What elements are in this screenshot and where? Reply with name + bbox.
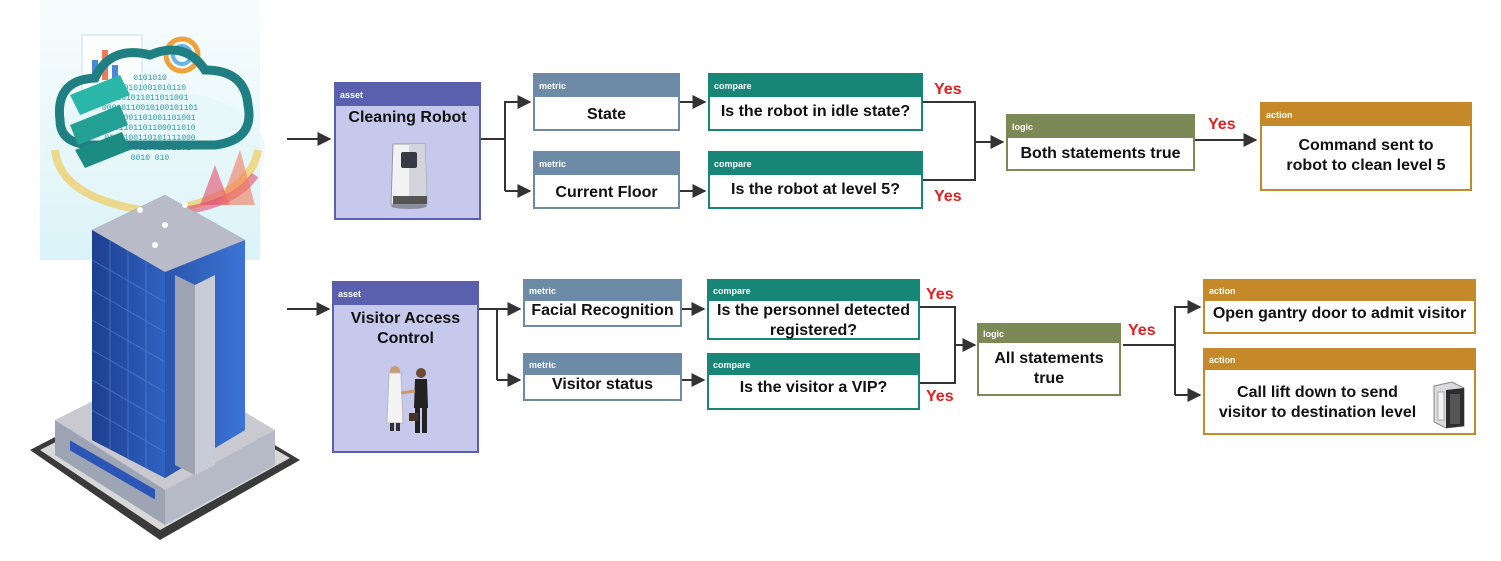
logic-tag: logic — [979, 325, 1119, 343]
svg-text:0101101101100011010: 0101101101100011010 — [104, 124, 195, 133]
svg-text:1101001101001101001: 1101001101001101001 — [104, 114, 195, 123]
metric-label: State — [586, 106, 627, 123]
action-label: Call lift down to send visitor to destin… — [1218, 384, 1417, 421]
metric-tag: metric — [535, 75, 678, 97]
action-clean-level-5: action Command sent to robot to clean le… — [1260, 102, 1472, 191]
handshake-icon — [386, 366, 428, 433]
compare-idle-state: compare Is the robot in idle state? — [708, 73, 923, 131]
compare-label: Is the visitor a VIP? — [739, 379, 888, 396]
logic-label: Both statements true — [1020, 145, 1181, 162]
compare-tag: compare — [709, 281, 918, 301]
asset-label: Visitor Access Control — [350, 310, 461, 347]
action-tag: action — [1262, 104, 1470, 126]
yes-label: Yes — [934, 81, 962, 98]
metric-tag: metric — [535, 153, 678, 175]
metric-visitor-status: metric Visitor status — [523, 353, 682, 401]
asset-visitor-access-control: asset Visitor Access Control — [332, 281, 479, 453]
logic-label: All statements true — [994, 350, 1104, 387]
smart-building-illustration: 0101010 100101001010110 0101011011011001… — [30, 0, 300, 540]
metric-tag: metric — [525, 355, 680, 375]
svg-text:0010 010: 0010 010 — [131, 154, 170, 163]
cleaning-robot-icon — [390, 143, 428, 209]
asset-cleaning-robot: asset Cleaning Robot — [334, 82, 481, 220]
action-tag: action — [1205, 350, 1474, 370]
compare-personnel-registered: compare Is the personnel detected regist… — [707, 279, 920, 340]
svg-text:0101100110101111000: 0101100110101111000 — [104, 134, 195, 143]
compare-visitor-vip: compare Is the visitor a VIP? — [707, 353, 920, 410]
action-call-lift: action Call lift down to send visitor to… — [1203, 348, 1476, 435]
compare-label: Is the personnel detected registered? — [717, 302, 910, 339]
action-tag: action — [1205, 281, 1474, 301]
metric-label: Facial Recognition — [531, 302, 674, 319]
action-label: Open gantry door to admit visitor — [1212, 305, 1467, 322]
compare-tag: compare — [710, 75, 921, 97]
logic-all-true: logic All statements true — [977, 323, 1121, 396]
action-open-gantry: action Open gantry door to admit visitor — [1203, 279, 1476, 334]
yes-label: Yes — [1208, 116, 1236, 133]
metric-state: metric State — [533, 73, 680, 131]
yes-label: Yes — [926, 286, 954, 303]
svg-text:0101011011011001: 0101011011011001 — [112, 94, 189, 103]
svg-text:0101010: 0101010 — [133, 74, 167, 83]
lift-icon — [1433, 381, 1465, 429]
compare-tag: compare — [709, 355, 918, 375]
svg-text:00010110010100101101: 00010110010100101101 — [102, 104, 198, 113]
action-label: Command sent to robot to clean level 5 — [1286, 137, 1446, 174]
asset-tag: asset — [336, 84, 479, 106]
compare-label: Is the robot in idle state? — [720, 103, 911, 120]
metric-facial-recognition: metric Facial Recognition — [523, 279, 682, 327]
metric-label: Current Floor — [555, 184, 658, 201]
compare-tag: compare — [710, 153, 921, 175]
metric-current-floor: metric Current Floor — [533, 151, 680, 209]
metric-label: Visitor status — [551, 376, 654, 393]
logic-both-true: logic Both statements true — [1006, 114, 1195, 171]
yes-label: Yes — [1128, 322, 1156, 339]
metric-tag: metric — [525, 281, 680, 301]
asset-tag: asset — [334, 283, 477, 305]
compare-level-5: compare Is the robot at level 5? — [708, 151, 923, 209]
svg-text:100101001010110: 100101001010110 — [114, 84, 186, 93]
asset-label: Cleaning Robot — [348, 109, 467, 126]
yes-label: Yes — [934, 188, 962, 205]
compare-label: Is the robot at level 5? — [731, 181, 900, 198]
yes-label: Yes — [926, 388, 954, 405]
logic-tag: logic — [1008, 116, 1193, 138]
